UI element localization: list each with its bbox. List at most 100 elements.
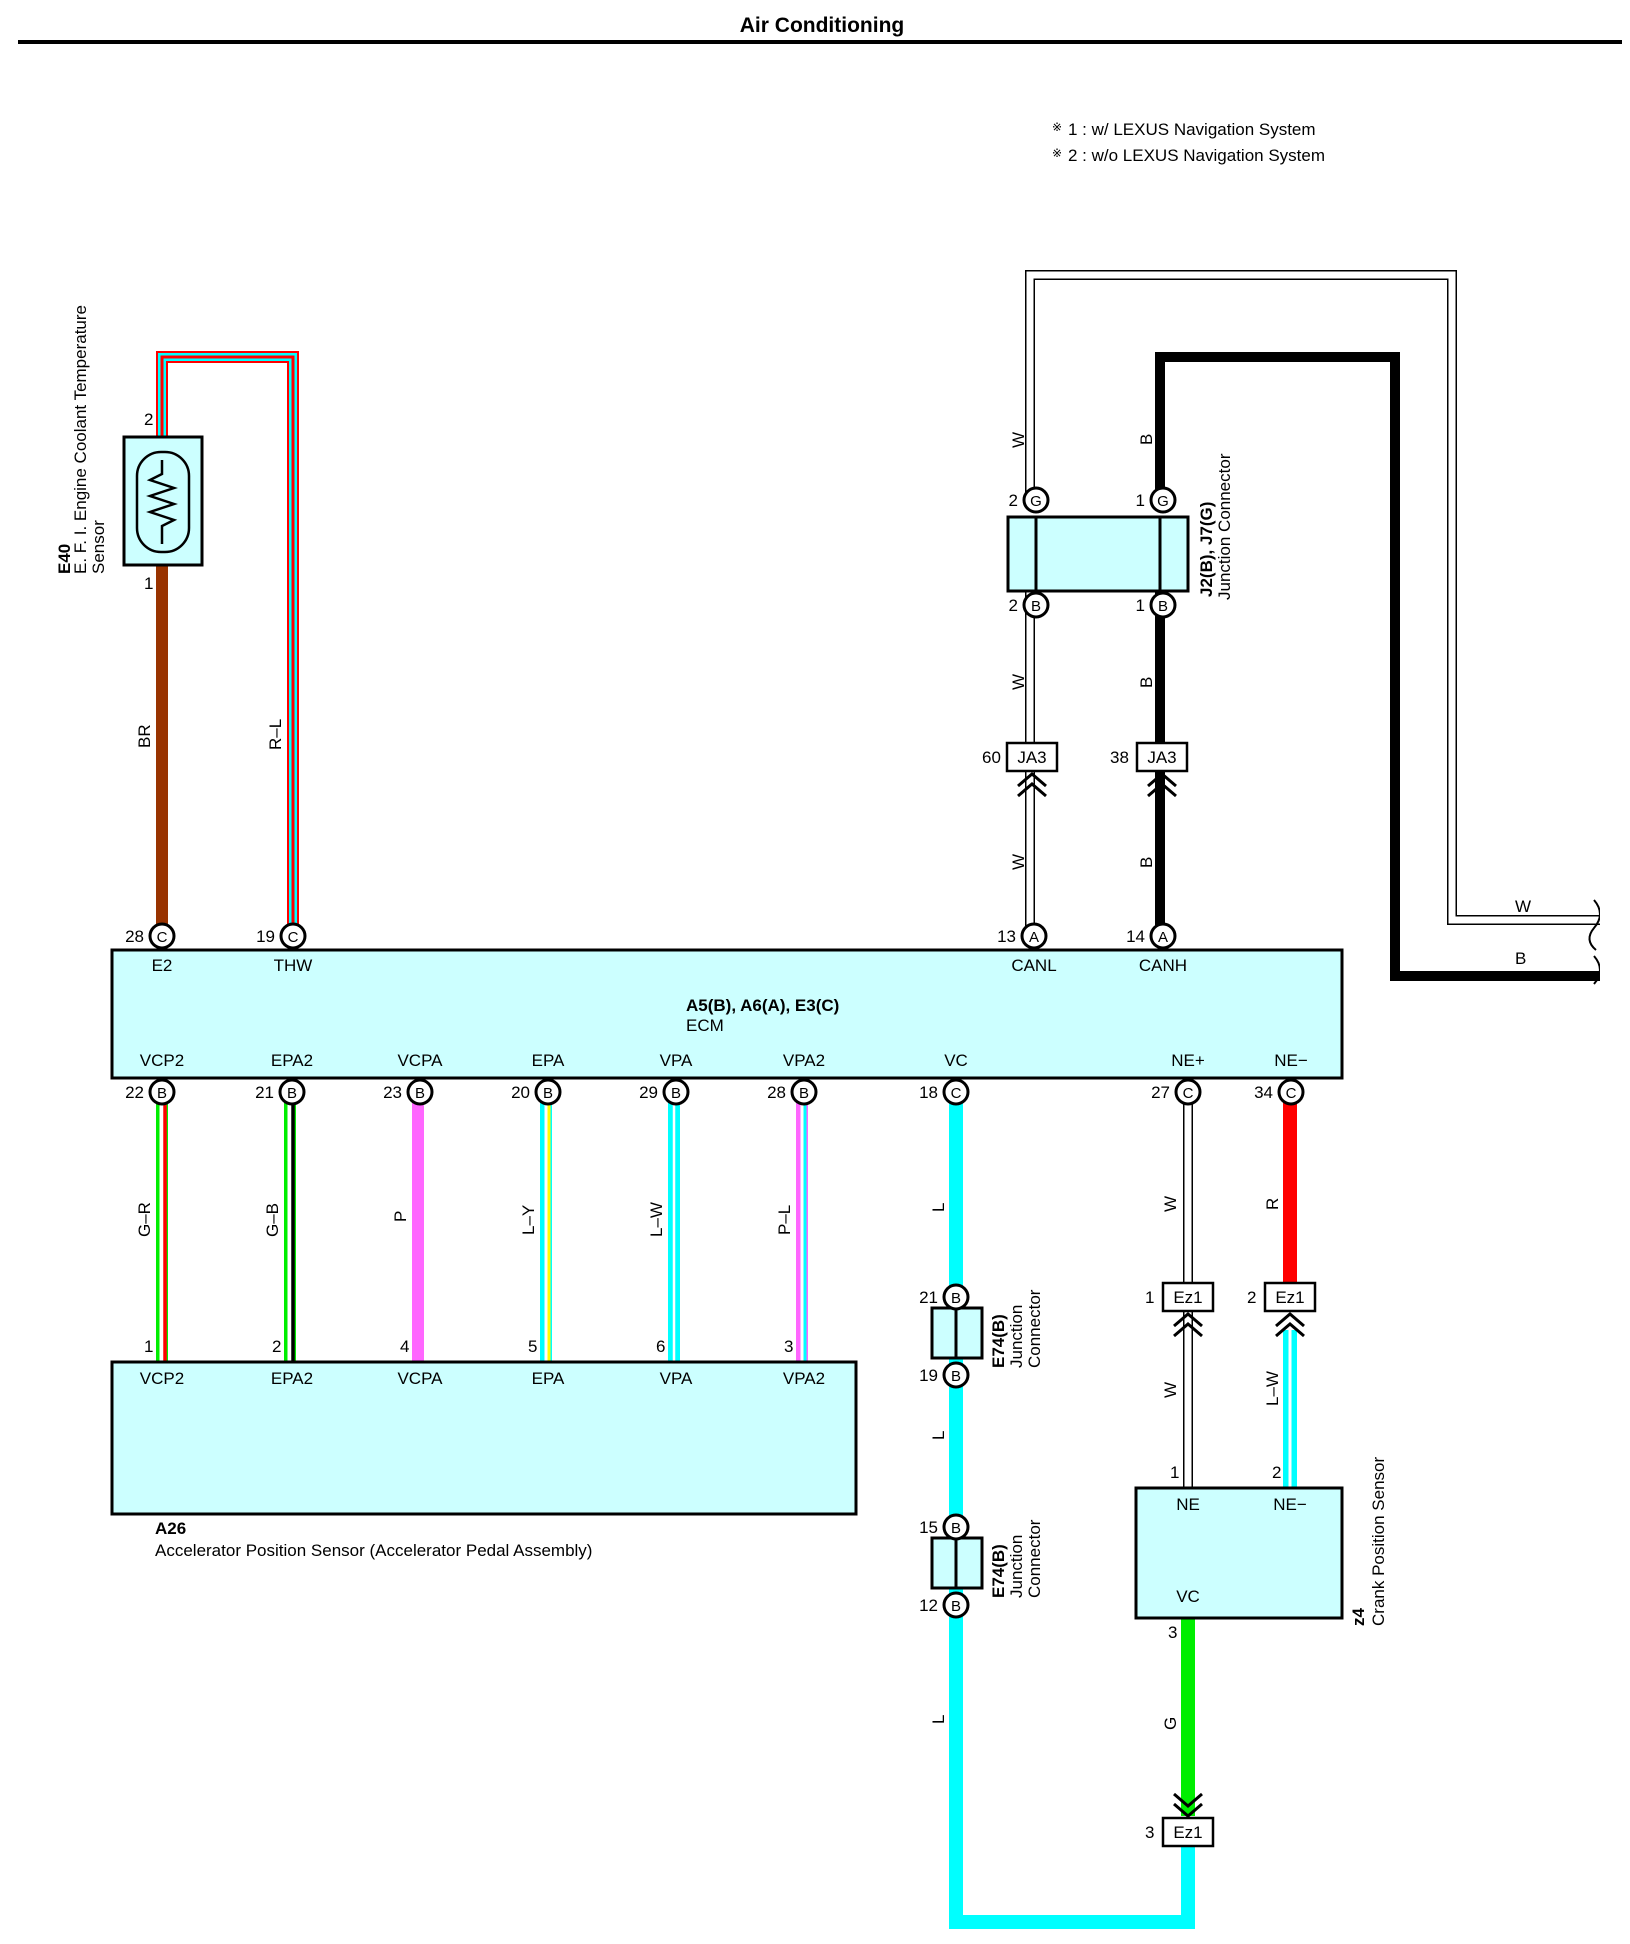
e40-pin-top: 2 — [144, 410, 153, 429]
pin-number-ecm_top: 13 — [997, 927, 1016, 946]
wire-label-w-2: W — [1009, 674, 1028, 690]
pin-number-ecm_bottom: 28 — [767, 1083, 786, 1102]
wire-label-w-1: W — [1009, 432, 1028, 448]
a26-terminal-vpa2: VPA2 — [783, 1369, 825, 1388]
resistor-icon — [146, 460, 178, 544]
pin-letter-e74_lower: B — [951, 1598, 961, 1615]
pin-letter-j_bottom: B — [1031, 598, 1041, 615]
ecm-terminal-canl: CANL — [1011, 956, 1056, 975]
pin-circle-ecm_bottom — [406, 1078, 434, 1106]
pin-number-ecm_top: 19 — [256, 927, 275, 946]
pin-circle-e74_lower — [942, 1513, 970, 1541]
z4-name: Crank Position Sensor — [1369, 1457, 1388, 1626]
pin-number-ecm_bottom: 29 — [639, 1083, 658, 1102]
note-mark-1: ※ — [1052, 120, 1062, 134]
pin-number-ecm_bottom: 34 — [1254, 1083, 1273, 1102]
pin-number-ecm_top: 14 — [1126, 927, 1145, 946]
ecm-box — [110, 948, 1344, 1080]
pin-circle-ecm_top — [1020, 922, 1048, 950]
a26-terminal-vpa: VPA — [660, 1369, 693, 1388]
ez1-connector-2 — [1263, 1281, 1317, 1338]
pin-circle-ecm_top — [1149, 922, 1177, 950]
ez1-pin-2: 2 — [1247, 1288, 1256, 1307]
a26-pin-vcpa: 4 — [400, 1337, 409, 1356]
ecm-terminal-e2: E2 — [152, 956, 173, 975]
a26-pin-epa: 5 — [528, 1337, 537, 1356]
wire-label-br: BR — [135, 724, 154, 748]
pin-letter-e74_upper: B — [951, 1368, 961, 1385]
j2-j7-name: Junction Connector — [1215, 453, 1234, 600]
pin-circle-j_top — [1149, 486, 1177, 514]
ecm-terminal-vc: VC — [944, 1051, 968, 1070]
ecm-terminal-canh: CANH — [1139, 956, 1187, 975]
pin-circle-j_top — [1022, 486, 1050, 514]
pin-letter-ecm_top: A — [1158, 929, 1168, 946]
wire-label-lw: L–W — [647, 1202, 666, 1237]
pin-circle-ecm_top — [148, 922, 176, 950]
a26-pin-vcp2: 1 — [144, 1337, 153, 1356]
pin-letter-ecm_bottom: C — [1286, 1085, 1297, 1102]
wire-label-b-1: B — [1137, 434, 1156, 445]
pin-number-j_top: 2 — [1009, 491, 1018, 510]
ja3-pin-w: 60 — [982, 748, 1001, 767]
ja3-connector-b — [1135, 741, 1189, 798]
wire-label-l-2: L — [929, 1431, 948, 1440]
chevron-up-icon — [1147, 772, 1177, 798]
pin-number-j_bottom: 2 — [1009, 596, 1018, 615]
a26-terminal-vcp2: VCP2 — [140, 1369, 184, 1388]
wire-label-rl: R–L — [266, 719, 285, 750]
ez1-label-3: Ez1 — [1173, 1823, 1202, 1842]
pin-letter-ecm_bottom: B — [671, 1085, 681, 1102]
a26-terminal-vcpa: VCPA — [397, 1369, 443, 1388]
ecm-code: A5(B), A6(A), E3(C) — [686, 996, 839, 1015]
a26-box — [110, 1360, 858, 1516]
wire-label-ly: L–Y — [519, 1205, 538, 1235]
pin-circle-j_bottom — [1149, 591, 1177, 619]
pin-circle-ecm_bottom — [534, 1078, 562, 1106]
e74-junction-upper — [930, 1306, 984, 1360]
pin-letter-ecm_bottom: B — [415, 1085, 425, 1102]
page-title: Air Conditioning — [740, 14, 904, 37]
pin-circle-e74_upper — [942, 1361, 970, 1389]
e74-name-upper-1: Junction — [1007, 1305, 1026, 1368]
pin-number-e74_upper: 19 — [919, 1366, 938, 1385]
chevron-up-icon — [1275, 1312, 1305, 1338]
note-1: 1 : w/ LEXUS Navigation System — [1068, 120, 1316, 139]
wire-w-outer — [1025, 270, 1600, 930]
e40-sensor — [122, 435, 204, 567]
ecm-name: ECM — [686, 1016, 724, 1035]
pin-letter-ecm_bottom: C — [951, 1085, 962, 1102]
ez1-pin-1: 1 — [1145, 1288, 1154, 1307]
wire-b-main — [1155, 352, 1600, 981]
a26-code: A26 — [155, 1519, 186, 1538]
j2-j7-code: J2(B), J7(G) — [1197, 502, 1216, 597]
ja3-connector-w — [1005, 741, 1059, 798]
pin-letter-ecm_top: C — [157, 929, 168, 946]
ja3-label-b: JA3 — [1147, 748, 1176, 767]
pin-letter-j_top: G — [1030, 493, 1042, 510]
a26-pin-vpa: 6 — [656, 1337, 665, 1356]
e40-name-line2: Sensor — [89, 520, 108, 574]
pin-letter-ecm_bottom: B — [543, 1085, 553, 1102]
pin-circle-ecm_bottom — [278, 1078, 306, 1106]
a26-pin-vpa2: 3 — [784, 1337, 793, 1356]
ecm-terminal-vcp2: VCP2 — [140, 1051, 184, 1070]
chevron-down-icon — [1173, 1792, 1203, 1818]
z4-terminal-vc: VC — [1176, 1587, 1200, 1606]
wire-label-b-2: B — [1137, 677, 1156, 688]
a26-name: Accelerator Position Sensor (Accelerator… — [155, 1541, 592, 1560]
wire-l-vc — [949, 1100, 1195, 1929]
ecm-terminal-ne-plus: NE+ — [1171, 1051, 1205, 1070]
wire-label-w-right: W — [1515, 897, 1531, 916]
pin-number-ecm_top: 28 — [125, 927, 144, 946]
ecm-terminal-epa2: EPA2 — [271, 1051, 313, 1070]
wire-label-l-3: L — [929, 1715, 948, 1724]
wire-label-l-1: L — [929, 1203, 948, 1212]
wire-label-b-right: B — [1515, 949, 1526, 968]
wire-rl — [156, 351, 299, 930]
ja3-pin-b: 38 — [1110, 748, 1129, 767]
pin-number-ecm_bottom: 20 — [511, 1083, 530, 1102]
pin-letter-ecm_bottom: B — [157, 1085, 167, 1102]
pin-letter-e74_upper: B — [951, 1290, 961, 1307]
